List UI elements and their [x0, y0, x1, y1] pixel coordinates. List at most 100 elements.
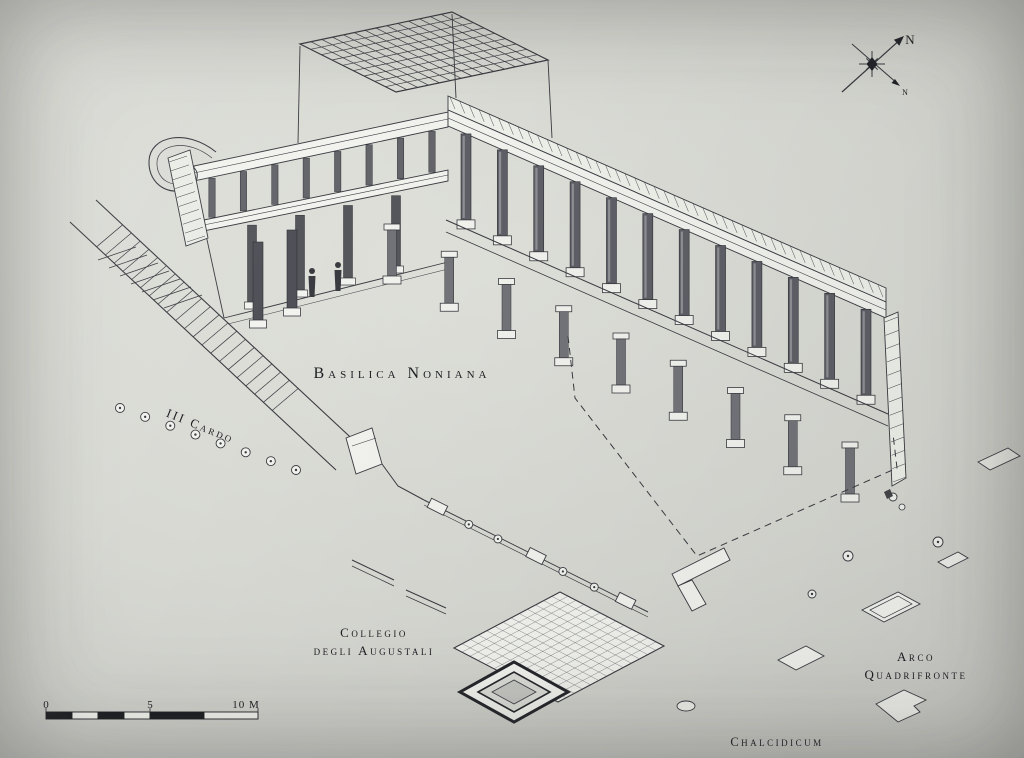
- compass-center: [866, 57, 878, 71]
- drawing-line: [868, 280, 874, 293]
- drawing-line: [447, 117, 887, 311]
- drawing-line: [549, 641, 657, 699]
- drawing-line: [193, 118, 449, 174]
- drawing-line: [829, 263, 835, 276]
- scale-label-0: 0: [43, 699, 49, 711]
- north-arrowhead: [893, 36, 904, 46]
- column-base: [283, 307, 301, 317]
- drawing-rect: [789, 279, 793, 362]
- drawing-line: [178, 200, 198, 207]
- drawing-line: [493, 612, 601, 669]
- drawing-rect: [571, 183, 574, 266]
- column: [387, 229, 397, 277]
- drawing-line: [332, 36, 429, 86]
- drawing-polygon: [869, 595, 913, 619]
- column: [787, 277, 799, 364]
- drawing-rect: [753, 263, 756, 346]
- drawing-line: [131, 257, 158, 280]
- roof-beam-grid: [297, 11, 553, 144]
- drawing-line: [478, 634, 583, 690]
- drawing-line: [890, 423, 904, 429]
- column-capital: [555, 305, 573, 313]
- column-capital: [440, 250, 458, 258]
- drawing-line: [170, 164, 190, 172]
- drawing-line: [172, 173, 192, 181]
- human-figure: [309, 268, 315, 274]
- drawing-line: [888, 383, 902, 389]
- drawing-line: [141, 278, 181, 293]
- drawing-polyline: [405, 595, 447, 615]
- drawing-line: [440, 13, 538, 63]
- drawing-line: [95, 199, 363, 449]
- column: [533, 165, 545, 253]
- column: [444, 257, 454, 304]
- drawing-rect: [340, 277, 356, 286]
- drawing-line: [351, 437, 377, 447]
- drawing-line: [517, 625, 625, 682]
- drawing-line: [201, 322, 229, 346]
- drawing-polygon: [193, 169, 449, 234]
- column-base: [820, 378, 840, 389]
- wall-block: [426, 497, 449, 516]
- drawing-circle: [936, 540, 940, 544]
- wall-fragment: [671, 547, 731, 587]
- drawing-line: [494, 626, 599, 681]
- column: [642, 213, 654, 300]
- column-base: [674, 315, 694, 325]
- scale-segment: [123, 711, 151, 720]
- drawing-line: [508, 122, 514, 135]
- drawing-line: [780, 242, 786, 255]
- drawing-line: [892, 463, 906, 469]
- column: [497, 149, 508, 237]
- drawing-line: [566, 148, 572, 161]
- drawing-line: [122, 249, 150, 272]
- drawing-line: [886, 343, 900, 349]
- drawing-circle: [561, 570, 564, 573]
- column: [730, 393, 741, 440]
- column: [569, 181, 581, 269]
- human-figure: [334, 270, 342, 291]
- drawing-rect: [334, 151, 342, 192]
- drawing-line: [751, 229, 757, 242]
- wall-block: [614, 591, 637, 610]
- compass-rose: [841, 36, 904, 93]
- drawing-line: [654, 186, 660, 199]
- drawing-line: [519, 613, 624, 668]
- drawing-circle: [593, 586, 596, 589]
- drawing-line: [891, 450, 905, 456]
- column: [860, 308, 872, 396]
- column: [559, 311, 569, 358]
- drawing-line: [551, 596, 656, 651]
- drawing-rect: [208, 177, 216, 218]
- drawing-line: [174, 182, 194, 189]
- column-base: [611, 384, 631, 394]
- column-base: [529, 251, 549, 262]
- column-base: [554, 357, 574, 367]
- scale-segment: [203, 711, 259, 720]
- drawing-line: [445, 219, 889, 415]
- drawing-line: [113, 240, 141, 264]
- column-base: [602, 283, 621, 294]
- drawing-line: [547, 59, 553, 139]
- drawing-line: [236, 355, 264, 379]
- drawing-line: [644, 182, 650, 195]
- drawing-line: [130, 270, 170, 285]
- drawing-circle: [898, 503, 906, 511]
- drawing-polygon: [167, 149, 209, 247]
- drawing-line: [488, 114, 495, 127]
- drawing-rect: [717, 247, 720, 330]
- drawing-line: [386, 25, 484, 75]
- column-base: [456, 219, 476, 230]
- drawing-line: [556, 143, 563, 157]
- drawing-line: [321, 39, 418, 88]
- drawing-line: [809, 255, 816, 268]
- drawing-circle: [846, 554, 850, 558]
- drawing-polyline: [405, 589, 447, 609]
- drawing-circle: [219, 442, 222, 445]
- column-capital: [498, 278, 515, 285]
- column: [715, 245, 726, 332]
- column-capital: [383, 223, 401, 231]
- drawing-line: [227, 267, 453, 325]
- drawing-line: [108, 254, 148, 269]
- drawing-polyline: [351, 559, 395, 581]
